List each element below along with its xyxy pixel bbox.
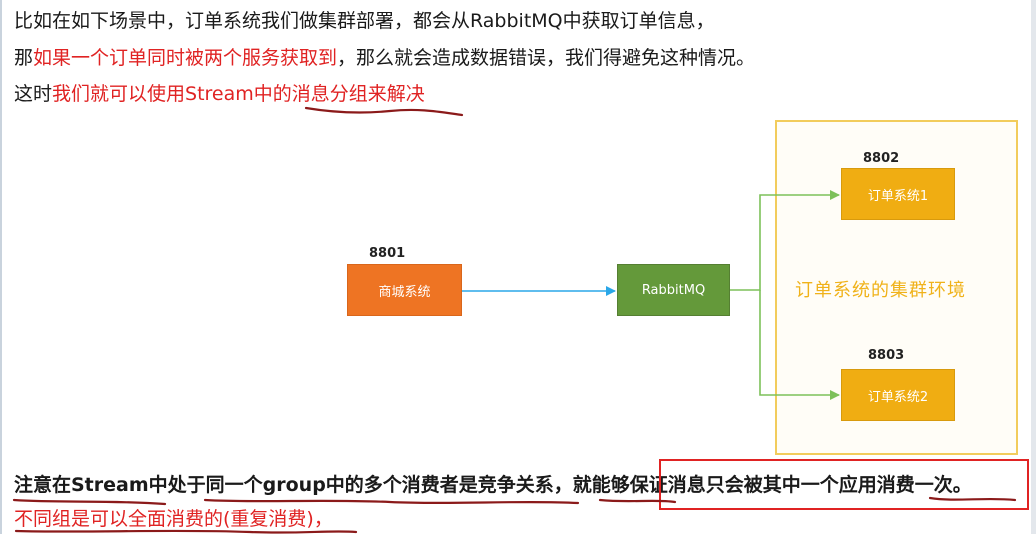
mq-to-order2-arrow <box>759 290 840 400</box>
text-line-5: 不同组是可以全面消费的(重复消费)， <box>14 508 333 530</box>
text-line-2-end: ，那么就会造成数据错误，我们得避免这种情况。 <box>337 47 756 69</box>
mall-port-label: 8801 <box>369 246 406 261</box>
annotation-highlight-box <box>659 459 1029 510</box>
order-system-2-node: 订单系统2 <box>841 369 955 421</box>
text-line-2: 那如果一个订单同时被两个服务获取到，那么就会造成数据错误，我们得避免这种情况。 <box>14 45 755 71</box>
cluster-environment-label: 订单系统的集群环境 <box>795 280 966 301</box>
text-line-2-start: 那 <box>14 47 34 69</box>
scrollbar-track[interactable] <box>1031 0 1036 534</box>
text-line-4: 注意在Stream中处于同一个group中的多个消费者是竞争关系，就能够保证消息… <box>14 474 972 496</box>
text-line-3: 这时我们就可以使用Stream中的消息分组来解决 <box>14 81 425 107</box>
rabbitmq-node: RabbitMQ <box>617 264 730 316</box>
text-line-3-highlight: 我们就可以使用Stream中的消息分组来解决 <box>52 83 425 105</box>
text-line-2-highlight: 如果一个订单同时被两个服务获取到 <box>33 47 338 69</box>
page-left-border <box>0 0 2 534</box>
mq-to-order1-arrow <box>730 190 840 291</box>
order2-port-label: 8803 <box>868 348 905 363</box>
text-line-3-start: 这时 <box>14 83 53 105</box>
text-line-1: 比如在如下场景中，订单系统我们做集群部署，都会从RabbitMQ中获取订单信息， <box>14 10 715 32</box>
mall-system-node: 商城系统 <box>347 264 462 316</box>
order1-port-label: 8802 <box>863 151 900 166</box>
order-system-1-node: 订单系统1 <box>841 168 955 220</box>
